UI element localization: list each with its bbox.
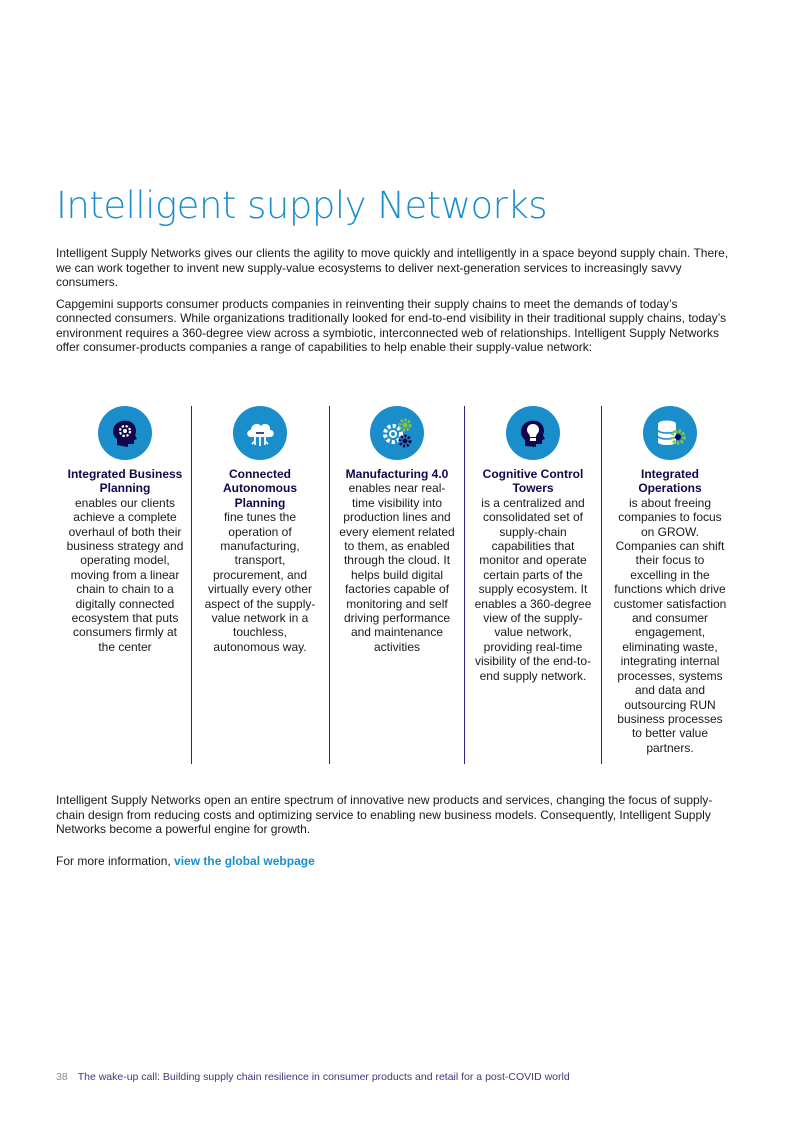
capability-body: is about freeing companies to focus on G…	[613, 495, 727, 755]
capability-integrated-business-planning: Integrated Business Planning enables our…	[66, 406, 184, 764]
more-info-line: For more information, view the global we…	[56, 854, 736, 869]
cloud-network-icon	[233, 406, 287, 460]
more-info-prefix: For more information,	[56, 853, 175, 868]
outro-section: Intelligent Supply Networks open an enti…	[56, 793, 736, 885]
capability-heading: Integrated Business Planning	[67, 467, 183, 496]
capability-heading: Connected Autonomous Planning	[223, 467, 297, 510]
capabilities-row: Integrated Business Planning enables our…	[56, 406, 746, 764]
intro-section: Intelligent Supply Networks gives our cl…	[56, 246, 736, 362]
capability-manufacturing-4-0: Manufacturing 4.0 enables near real-time…	[338, 406, 456, 764]
intro-paragraph-1: Intelligent Supply Networks gives our cl…	[56, 246, 729, 289]
intro-paragraph-2: Capgemini supports consumer products com…	[56, 296, 727, 355]
capability-body: enables our clients achieve a complete o…	[66, 495, 184, 654]
outro-paragraph: Intelligent Supply Networks open an enti…	[56, 793, 713, 836]
capability-connected-autonomous-planning: Connected Autonomous Planning fine tunes…	[201, 406, 319, 764]
footer-text: The wake-up call: Building supply chain …	[77, 1071, 570, 1083]
head-gear-icon	[98, 406, 152, 460]
capability-heading: Integrated Operations	[638, 467, 702, 496]
capability-body: enables near real-time visibility into p…	[339, 481, 455, 654]
global-webpage-link[interactable]: view the global webpage	[174, 853, 315, 868]
capability-heading: Manufacturing 4.0	[345, 467, 449, 481]
column-divider	[191, 406, 192, 764]
capability-heading: Cognitive Control Towers	[482, 467, 584, 496]
page-footer: 38 The wake-up call: Building supply chai…	[56, 1071, 570, 1083]
column-divider	[329, 406, 330, 764]
column-divider	[601, 406, 602, 764]
database-gear-icon	[643, 406, 697, 460]
capability-body: is a centralized and consolidated set of…	[474, 495, 592, 683]
gears-icon	[370, 406, 424, 460]
capability-cognitive-control-towers: Cognitive Control Towers is a centralize…	[474, 406, 592, 764]
page-number: 38	[56, 1071, 68, 1083]
column-divider	[464, 406, 465, 764]
head-lightbulb-icon	[506, 406, 560, 460]
capability-integrated-operations: Integrated Operations is about freeing c…	[611, 406, 729, 764]
capability-body: fine tunes the operation of manufacturin…	[204, 510, 316, 654]
page-title: Intelligent supply Networks	[56, 184, 548, 227]
